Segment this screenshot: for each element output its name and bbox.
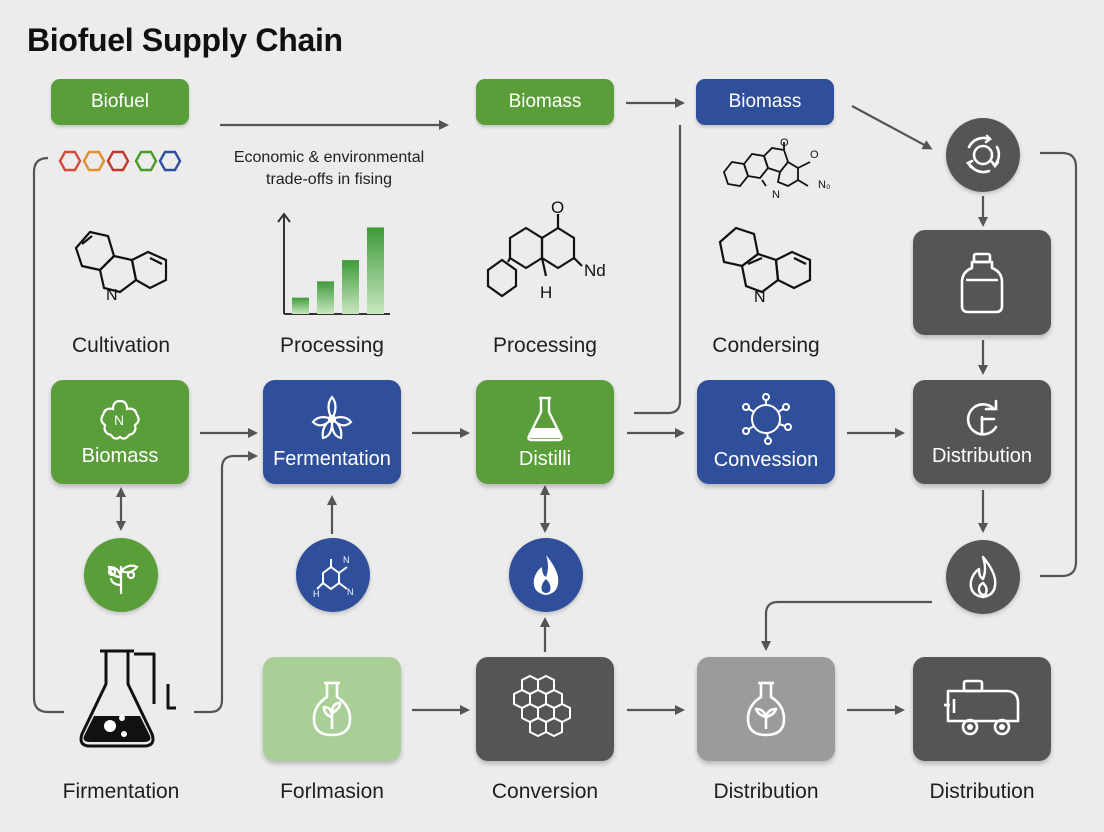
formation-node[interactable] [263, 657, 401, 761]
molecule-icon: N [74, 230, 168, 304]
biomass-green-pill[interactable]: Biomass [476, 79, 614, 125]
network-icon [742, 392, 792, 445]
molecule-icon: O H Nd [486, 200, 606, 302]
biomass-node-label: Biomass [81, 444, 159, 467]
refresh-icon [966, 399, 998, 436]
tradeoff-note: Economic & environmental trade-offs in f… [209, 147, 449, 191]
caption-firmentation: Firmentation [62, 780, 180, 803]
flame-circle-grey[interactable] [946, 540, 1020, 614]
bar-2 [317, 281, 334, 314]
flame-icon [533, 555, 559, 595]
caption-distribution-1: Distribution [713, 780, 819, 803]
caption-condersing: Condersing [712, 334, 820, 357]
molecule-icon: N [718, 226, 812, 306]
distilli-node[interactable]: Distilli [476, 380, 614, 484]
tanker-truck-node[interactable] [913, 657, 1051, 761]
tradeoff-note-line1: Economic & environmental [233, 149, 425, 166]
conversion-node[interactable] [476, 657, 614, 761]
recycle-icon [966, 134, 1001, 174]
biomass-blue-pill-label: Biomass [728, 91, 802, 112]
caption-conversion: Conversion [491, 780, 599, 803]
hexagon-rings-icon [58, 150, 182, 172]
distribution-flask-node[interactable] [697, 657, 835, 761]
caption-distribution-2: Distribution [929, 780, 1035, 803]
tradeoff-note-line2: trade-offs in fising [266, 171, 392, 188]
biomass-blue-pill[interactable]: Biomass [696, 79, 834, 125]
biomass-green-pill-label: Biomass [508, 91, 582, 112]
distribution-node-label: Distribution [931, 444, 1033, 467]
caption-cultivation: Cultivation [71, 334, 171, 357]
convession-node-label: Convession [713, 448, 819, 471]
nitrogen-label: N [114, 412, 124, 428]
flask-icon [527, 396, 563, 441]
caption-forlmasion: Forlmasion [280, 780, 384, 803]
sprout-icon [107, 564, 139, 595]
caption-processing-2: Processing [493, 334, 597, 357]
oxygen-label: O [780, 138, 789, 149]
fermentation-node[interactable]: Fermentation [263, 380, 401, 484]
nitrogen-label: N [754, 289, 766, 306]
convession-node[interactable]: Convession [697, 380, 835, 484]
nitrogen-label: N [343, 555, 350, 565]
flask-icon [312, 681, 352, 737]
page-title: Biofuel Supply Chain [27, 22, 343, 58]
fermentation-node-label: Fermentation [273, 447, 391, 470]
flame-circle-blue[interactable] [509, 538, 583, 612]
flask-icon [746, 681, 786, 737]
nitrogen-label: N [772, 189, 780, 201]
molecule-icon: N N H [313, 555, 354, 599]
distilli-node-label: Distilli [518, 447, 572, 470]
flame-icon [969, 555, 997, 599]
sprout-circle[interactable] [84, 538, 158, 612]
bar-4 [367, 227, 384, 314]
canister-node[interactable] [913, 230, 1051, 335]
recycle-circle[interactable] [946, 118, 1020, 192]
distribution-node[interactable]: Distribution [913, 380, 1051, 484]
biofuel-pill-label: Biofuel [90, 91, 150, 112]
flower-icon [311, 394, 353, 439]
bar-3 [342, 260, 359, 314]
oxygen-label: O [551, 200, 564, 217]
biofuel-pill[interactable]: Biofuel [51, 79, 189, 125]
molecule-icon: O O N N₀ [722, 138, 831, 201]
flower-icon: N [100, 399, 140, 440]
caption-processing-1: Processing [280, 334, 384, 357]
nitrogen-label: N [347, 587, 354, 597]
oxygen-label: O [810, 149, 819, 161]
bar-1 [292, 297, 309, 314]
biomass-node[interactable]: N Biomass [51, 380, 189, 484]
canister-icon [960, 252, 1004, 313]
tanker-truck-icon [944, 679, 1020, 736]
molecule-circle[interactable]: N N H [296, 538, 370, 612]
hexagon-cluster-icon [513, 674, 571, 738]
bar-chart [277, 212, 390, 315]
hydrogen-label: H [540, 283, 552, 302]
nd-label: Nd [584, 261, 606, 280]
hydrogen-label: H [313, 589, 320, 599]
flask-icon [79, 649, 176, 748]
no-label: N₀ [818, 179, 831, 191]
nitrogen-label: N [106, 287, 118, 304]
